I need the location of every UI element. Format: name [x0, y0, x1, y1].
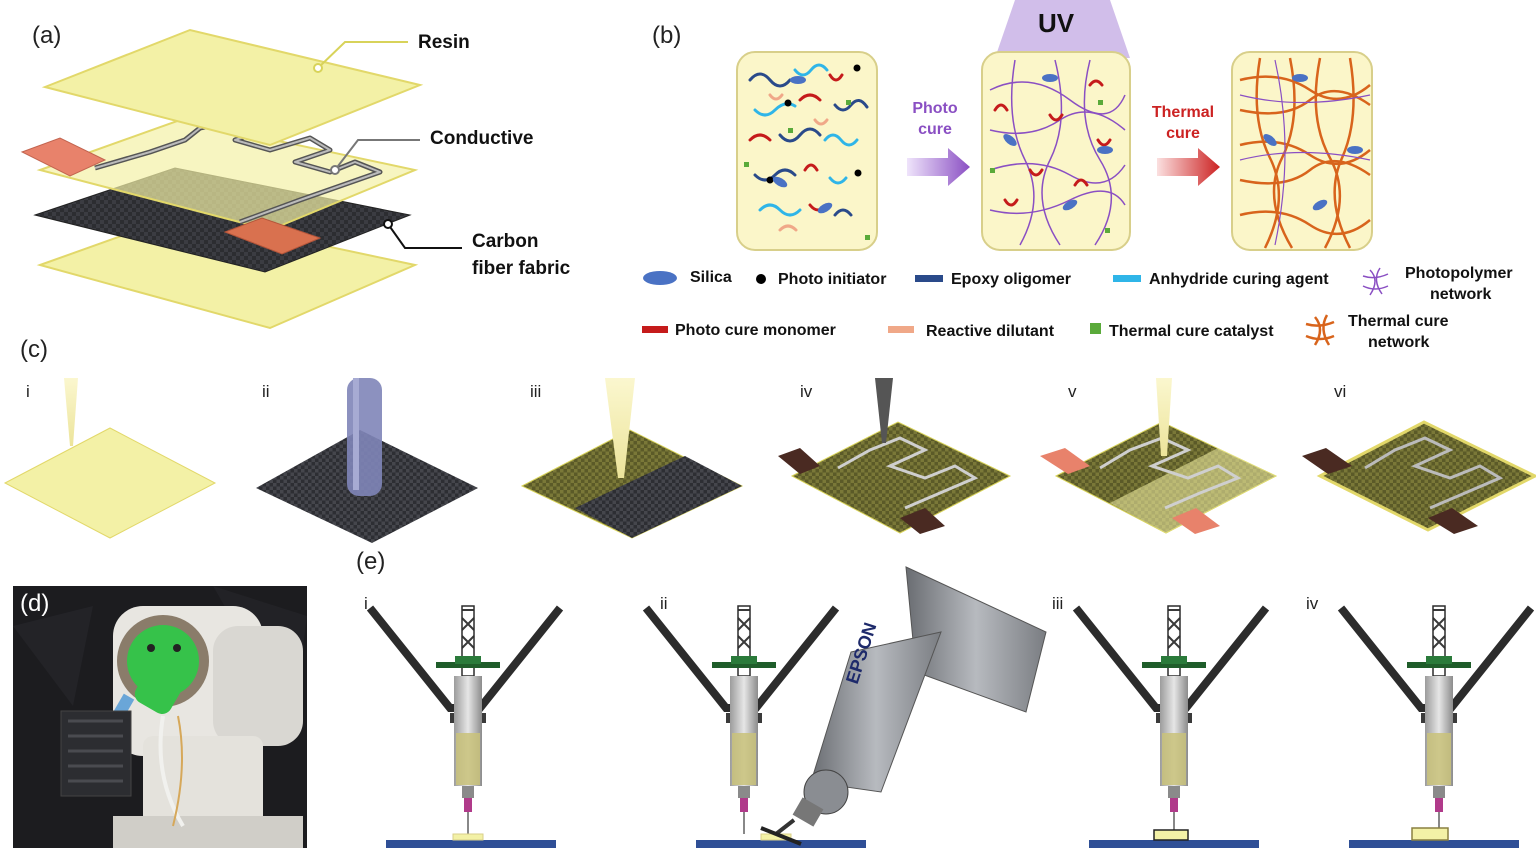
- silica-swatch: [643, 271, 677, 285]
- panel-e-label: (e): [356, 548, 386, 575]
- thermal-catalyst-swatch: [1090, 323, 1101, 334]
- e-ii-stage: [696, 840, 866, 848]
- legend-thermal-catalyst: Thermal cure catalyst: [1109, 323, 1274, 340]
- thermal-network-swatch: [1305, 314, 1335, 346]
- panel-d-photo: [13, 586, 307, 848]
- photo-cure-label-1: Photo: [912, 100, 958, 117]
- panel-d-label: (d): [20, 590, 50, 617]
- step-c-i: i: [26, 382, 30, 401]
- thermal-cure-label: Thermal cure: [1145, 102, 1221, 144]
- electrode-right: [223, 217, 322, 255]
- step-c-v: v: [1068, 382, 1077, 401]
- callout-conductive: Conductive: [430, 128, 534, 149]
- photocured-resin-box: [981, 51, 1131, 251]
- reactive-diluent-swatch: [888, 326, 914, 333]
- callout-carbon-2: fiber fabric: [472, 258, 571, 279]
- e-iii-printer: [1076, 606, 1266, 834]
- resin-layer-middle: [36, 118, 419, 232]
- panel-a-exploded-layers: [20, 28, 462, 330]
- uv-beam: [995, 0, 1130, 58]
- legend-photopolymer-1: Photopolymer: [1405, 265, 1513, 282]
- callout-carbon-1: Carbon: [472, 231, 539, 252]
- photopolymer-network-swatch: [1362, 267, 1389, 296]
- photo-cure-label-2: cure: [918, 121, 952, 138]
- step-e-ii: ii: [660, 594, 668, 613]
- legend-anhydride: Anhydride curing agent: [1149, 271, 1329, 288]
- photocured-network: [989, 59, 1126, 246]
- photo-cure-arrow: [907, 148, 970, 186]
- thermal-cure-label-2: cure: [1166, 125, 1200, 142]
- photo-initiator-swatch: [756, 274, 766, 284]
- panel-b-label: (b): [652, 22, 682, 49]
- step-e-iv: iv: [1306, 594, 1319, 613]
- robot-photo-illustration: [13, 586, 307, 848]
- uv-label: UV: [1038, 8, 1075, 38]
- legend-reactive-diluent: Reactive dilutant: [926, 323, 1055, 340]
- e-iv-stage: [1349, 840, 1519, 848]
- legend-photo-cure-monomer: Photo cure monomer: [675, 322, 836, 339]
- step-e-iii: iii: [1052, 594, 1064, 613]
- epson-robot-arm: [760, 566, 1047, 846]
- legend-photo-initiator: Photo initiator: [778, 271, 887, 288]
- c-v-nozzle: [1156, 378, 1172, 456]
- carbon-callout-line: [387, 223, 462, 249]
- step-c-iii: iii: [530, 382, 542, 401]
- photo-cure-monomer-swatch: [642, 326, 668, 333]
- step-c-vi: vi: [1334, 382, 1347, 401]
- step-c-ii: ii: [262, 382, 270, 401]
- e-i-stage: [386, 840, 556, 848]
- panel-b-curing-diagram: [736, 0, 1373, 251]
- c-iv-sheet: [790, 421, 1012, 534]
- legend-thermal-network-2: network: [1368, 334, 1430, 351]
- c-iii-nozzle: [605, 378, 635, 478]
- panel-e-printer-steps: [356, 566, 1536, 848]
- legend-epoxy-oligomer: Epoxy oligomer: [951, 271, 1072, 288]
- legend-thermal-network-1: Thermal cure: [1348, 313, 1449, 330]
- legend-photopolymer-2: network: [1430, 286, 1492, 303]
- e-iii-stage: [1089, 840, 1259, 848]
- e-i-printer: [370, 606, 560, 834]
- step-e-i: i: [364, 594, 368, 613]
- uncured-resin-box: [736, 51, 878, 251]
- anhydride-swatch: [1113, 275, 1141, 282]
- carbon-sample: [60, 710, 132, 797]
- panel-a-label: (a): [32, 22, 62, 49]
- e-iv-printer: [1341, 606, 1531, 834]
- legend-swatches: [642, 267, 1389, 346]
- callout-resin: Resin: [418, 32, 470, 53]
- photo-cure-label: Photo cure: [900, 98, 970, 140]
- c-i-nozzle: [64, 378, 78, 446]
- panel-c-label: (c): [20, 336, 48, 363]
- resin-layer-top: [41, 28, 424, 147]
- thermal-cure-label-1: Thermal: [1151, 104, 1215, 121]
- resin-callout-line: [317, 41, 408, 69]
- epoxy-oligomer-swatch: [915, 275, 943, 282]
- electrode-left: [20, 137, 107, 177]
- thermal-cure-arrow: [1157, 148, 1220, 186]
- step-c-iv: iv: [800, 382, 813, 401]
- conductive-callout-line: [334, 139, 420, 171]
- c-ii-roller: [347, 378, 382, 496]
- c-vi-sheet: [1316, 420, 1536, 532]
- legend-silica: Silica: [690, 269, 732, 286]
- thermalcured-network: [1239, 57, 1371, 249]
- c-iv-nozzle: [875, 378, 893, 443]
- c-i-resin-sheet: [3, 427, 217, 539]
- panel-c-process-steps: [3, 378, 1536, 543]
